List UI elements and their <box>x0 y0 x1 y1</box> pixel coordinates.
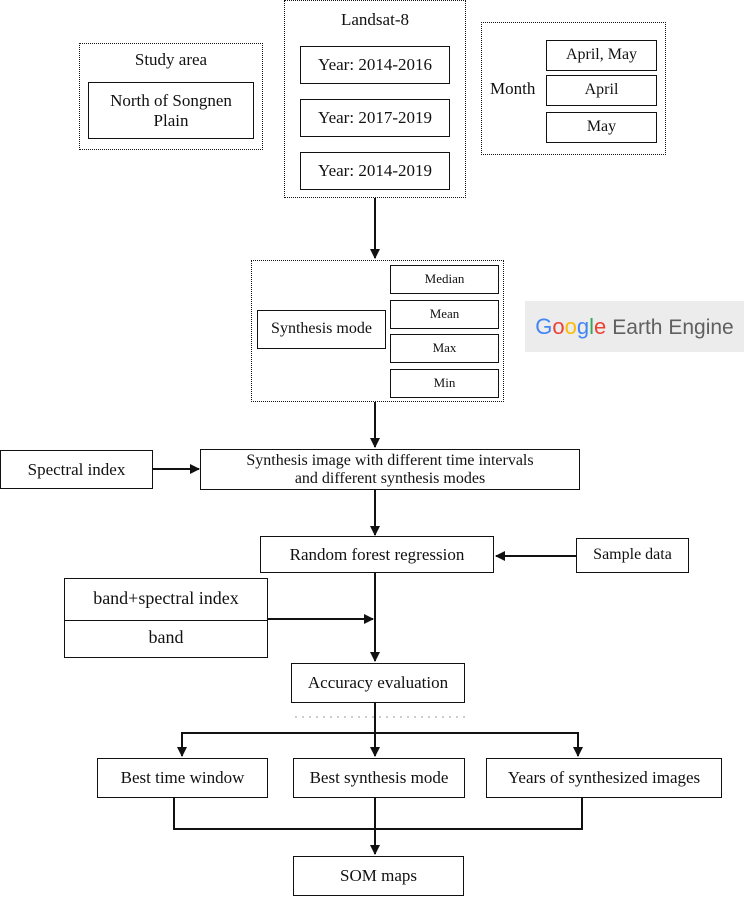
sample-data-box: Sample data <box>576 538 689 573</box>
synthesis-image-box: Synthesis image with different time inte… <box>200 449 580 490</box>
month-option-3: May <box>546 112 657 143</box>
random-forest-box: Random forest regression <box>260 536 494 573</box>
synthesis-mode-mean: Mean <box>390 300 499 329</box>
best-synthesis-mode-box: Best synthesis mode <box>293 758 465 798</box>
synthesis-image-line2: and different synthesis modes <box>294 469 486 487</box>
landsat-group <box>284 0 466 198</box>
synthesis-mode-min: Min <box>390 369 499 398</box>
study-area-title: Study area <box>134 50 208 69</box>
merge-bracket <box>173 798 583 830</box>
feature-set-box: band+spectral index band <box>64 578 268 658</box>
study-area-group <box>79 43 263 150</box>
accuracy-evaluation-box: Accuracy evaluation <box>291 663 465 703</box>
synthesis-mode-max: Max <box>390 334 499 363</box>
best-time-window-box: Best time window <box>97 758 268 798</box>
synthesis-group <box>251 260 504 402</box>
feature-band: band <box>148 627 184 647</box>
month-title: Month <box>490 79 536 98</box>
landsat-year-3: Year: 2014-2019 <box>300 152 450 190</box>
years-synthesized-box: Years of synthesized images <box>486 758 722 798</box>
study-area-name: North of Songnen Plain <box>88 82 254 139</box>
landsat-title: Landsat-8 <box>341 10 409 29</box>
month-option-2: April <box>546 75 657 106</box>
synthesis-mode-median: Median <box>390 265 499 294</box>
month-option-1: April, May <box>546 40 657 71</box>
landsat-year-1: Year: 2014-2016 <box>300 46 450 84</box>
feature-band-spectral: band+spectral index <box>93 588 239 608</box>
synthesis-image-line1: Synthesis image with different time inte… <box>246 451 534 469</box>
landsat-year-2: Year: 2017-2019 <box>300 99 450 137</box>
som-maps-box: SOM maps <box>293 856 464 896</box>
synthesis-mode-label: Synthesis mode <box>257 310 386 349</box>
spectral-index-box: Spectral index <box>0 450 153 489</box>
month-group <box>481 22 666 155</box>
